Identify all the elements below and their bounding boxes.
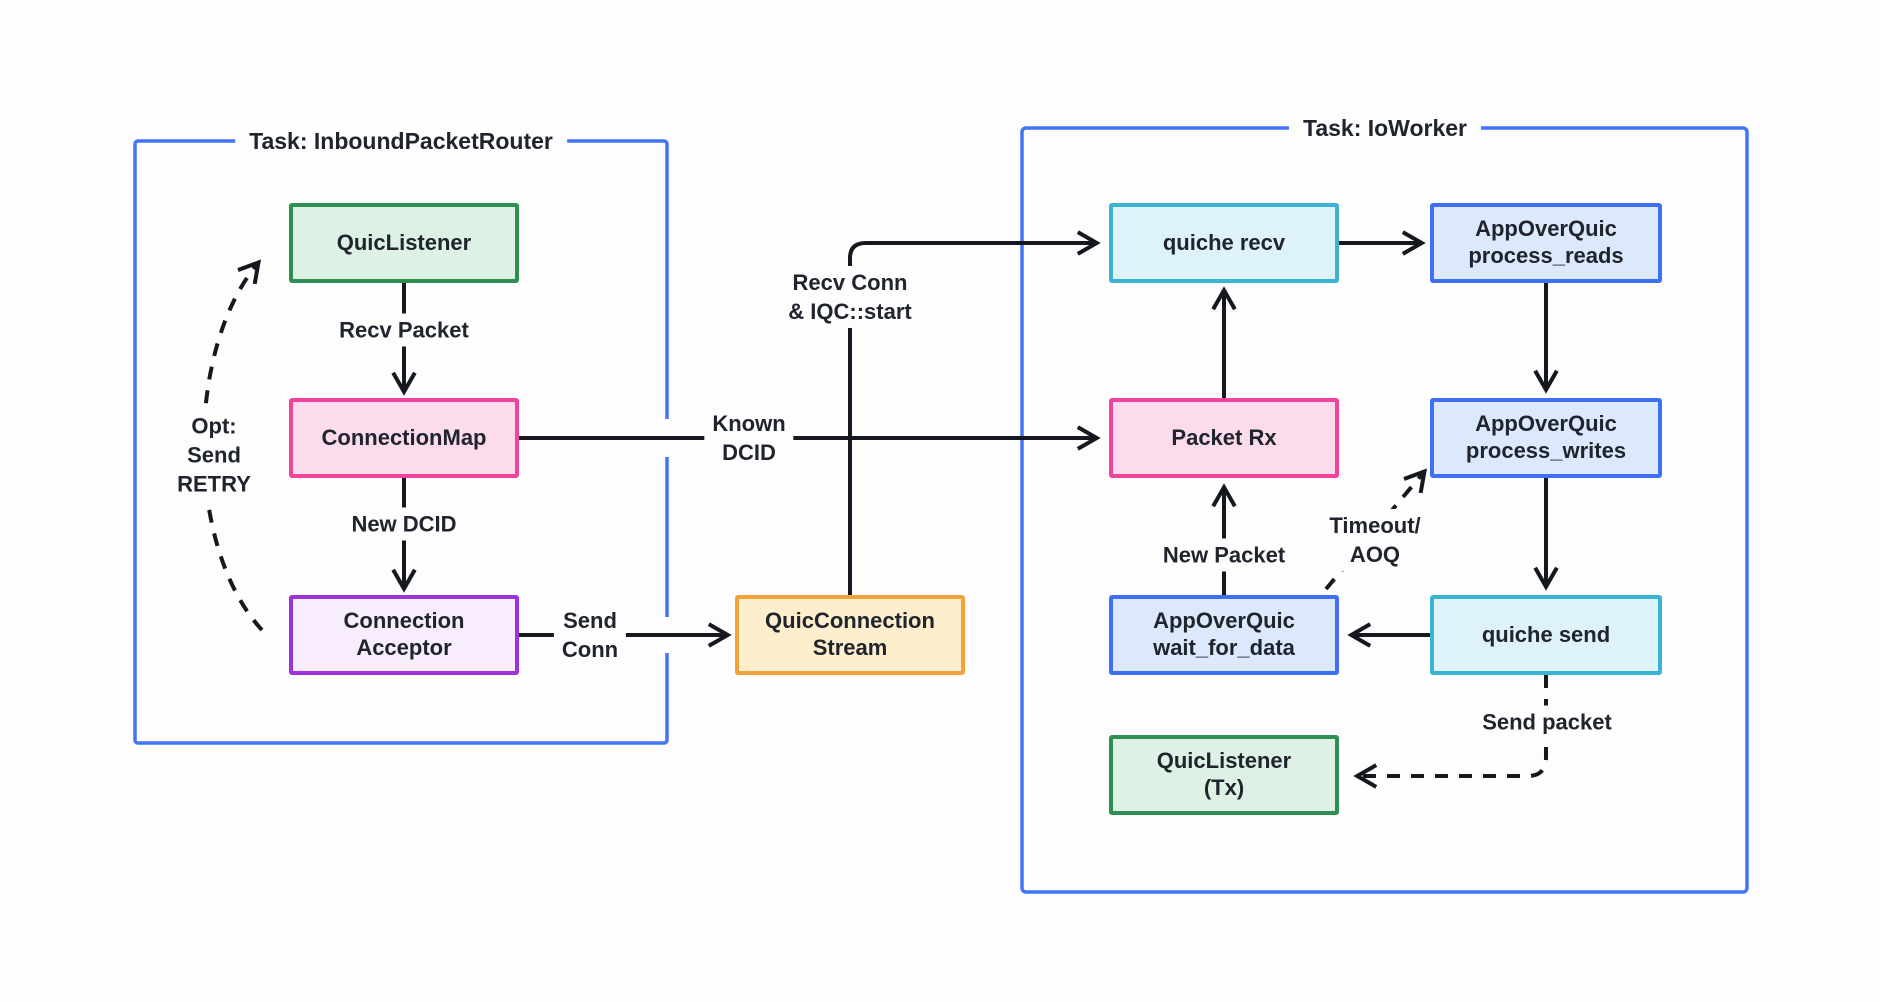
node-connection-map: ConnectionMap (289, 398, 519, 478)
label-send-packet: Send packet (1474, 705, 1620, 739)
label-opt-send-retry: Opt: Send RETRY (169, 409, 259, 501)
edge-send-packet (1353, 675, 1548, 789)
node-quiche-send: quiche send (1430, 595, 1662, 675)
node-quic-listener-tx: QuicListener (Tx) (1109, 735, 1339, 815)
label-known-dcid: Known DCID (704, 406, 794, 470)
label-recv-packet: Recv Packet (331, 313, 477, 347)
node-aoq-process-writes: AppOverQuic process_writes (1430, 398, 1662, 478)
node-aoq-process-reads: AppOverQuic process_reads (1430, 203, 1662, 283)
node-aoq-wait-for-data: AppOverQuic wait_for_data (1109, 595, 1339, 675)
node-packet-rx: Packet Rx (1109, 398, 1339, 478)
node-quiche-recv: quiche recv (1109, 203, 1339, 283)
edge-recv-conn-iqc-start (848, 230, 1101, 595)
label-recv-conn-iqc-start: Recv Conn & IQC::start (780, 265, 920, 329)
node-quic-listener: QuicListener (289, 203, 519, 283)
inbound-task-title: Task: InboundPacketRouter (235, 123, 567, 159)
label-new-dcid: New DCID (343, 507, 465, 541)
label-new-packet: New Packet (1154, 538, 1294, 572)
node-quic-connection-stream: QuicConnection Stream (735, 595, 965, 675)
node-connection-acceptor: Connection Acceptor (289, 595, 519, 675)
label-send-conn: Send Conn (553, 603, 627, 667)
ioworker-task-title: Task: IoWorker (1288, 110, 1482, 146)
label-timeout-aoq: Timeout/ AOQ (1321, 508, 1429, 572)
